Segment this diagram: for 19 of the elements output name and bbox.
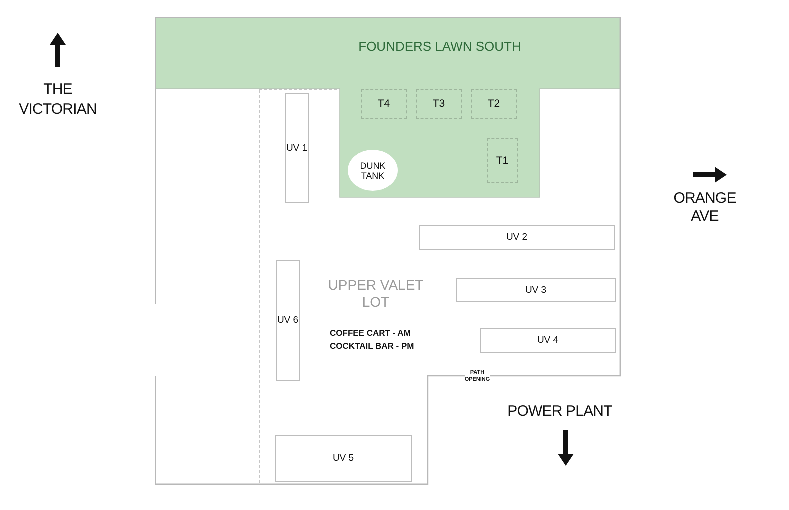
lot-outline	[155, 17, 621, 485]
area-label: FOUNDERS LAWN SOUTH	[358, 39, 522, 55]
place-label: THE VICTORIAN	[18, 80, 98, 120]
zone-box: UV 1	[285, 93, 309, 203]
zone-box: UV 3	[456, 278, 616, 302]
zone-box: UV 2	[419, 225, 615, 250]
zone-box: UV 4	[480, 328, 616, 353]
note-text: COFFEE CART - AM	[330, 328, 411, 338]
place-label: POWER PLANT	[507, 403, 613, 421]
table-spot: T3	[416, 89, 462, 119]
note-text: COCKTAIL BAR - PM	[330, 341, 414, 351]
zone-box: UV 6	[276, 260, 300, 381]
place-label: ORANGE AVE	[673, 190, 737, 226]
table-spot: T1	[487, 138, 518, 183]
table-spot: T2	[471, 89, 517, 119]
area-label: UPPER VALET LOT	[328, 277, 424, 311]
table-spot: T4	[361, 89, 407, 119]
lawn-area	[155, 17, 621, 198]
zone-box: UV 5	[275, 435, 412, 482]
